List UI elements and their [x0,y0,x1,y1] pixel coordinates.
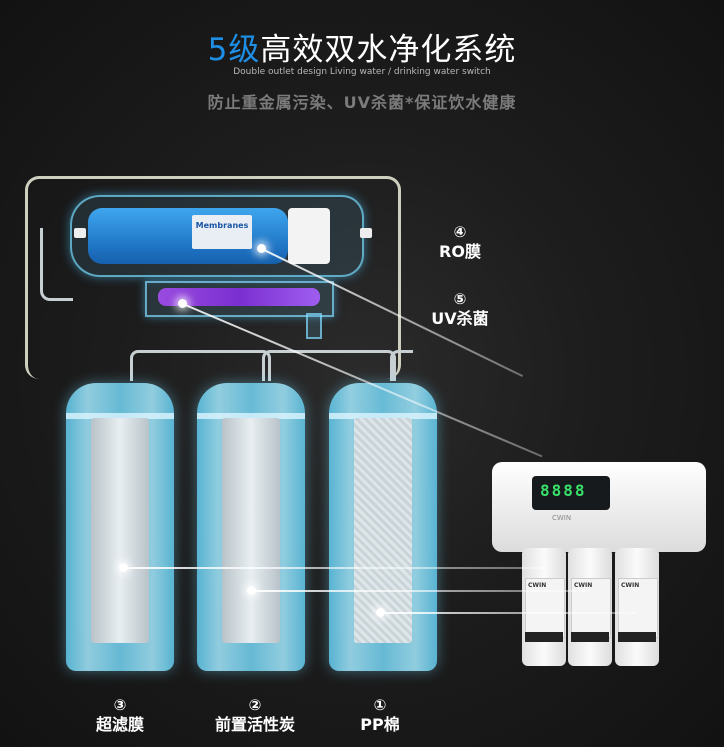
uv-lamp [158,288,320,306]
display-digits: 8888 [540,481,587,500]
tagline: 防止重金属污染、UV杀菌*保证饮水健康 [207,93,517,112]
uv-outlet [306,313,322,339]
ro-outlet-nozzle [360,228,372,238]
pipe-outer-loop [25,176,401,379]
product-cartridge-3: CWIN [615,548,659,666]
cartridge-pp [329,383,437,673]
product-cartridge-2: CWIN [568,548,612,666]
purifier-brand: CWIN [552,514,572,522]
pipe-ro-to-uv [40,228,73,301]
callout-dot-carbon [247,586,256,595]
subtitle: Double outlet design Living water / drin… [233,67,491,77]
pipe-cart-link-1 [130,350,271,381]
purifier-display [532,476,610,510]
callout-dot-uf [119,563,128,572]
page-title: 5级高效双水净化系统 [0,24,724,69]
title-accent: 5级 [207,32,261,68]
pipe-cart-link-2 [262,350,396,381]
ro-membrane-label: Membranes [192,215,252,249]
callout-dot-uv [178,299,187,308]
title-main: 高效双水净化系统 [260,32,517,68]
ray-carbon [252,590,587,592]
callout-dot-ro [257,244,266,253]
ro-membrane-cap [288,208,330,264]
product-cartridge-1: CWIN [522,548,566,666]
callout-dot-pp [376,608,385,617]
cartridge-carbon [197,383,305,673]
ray-pp [381,612,636,614]
pipe-inlet [390,350,413,381]
cartridge-ultrafiltration [66,383,174,673]
ro-membrane-core [88,208,288,264]
ray-uf [124,567,549,569]
ro-inlet-nozzle [74,228,86,238]
